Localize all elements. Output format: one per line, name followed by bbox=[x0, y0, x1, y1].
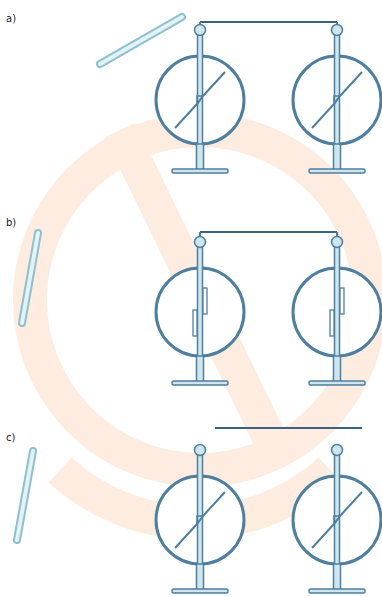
panel-b bbox=[22, 232, 381, 385]
panel-label: b) bbox=[6, 217, 16, 228]
panel-c bbox=[17, 428, 381, 593]
panel-label: a) bbox=[6, 13, 16, 24]
panel-a bbox=[100, 17, 381, 173]
panel-label: c) bbox=[6, 432, 15, 443]
